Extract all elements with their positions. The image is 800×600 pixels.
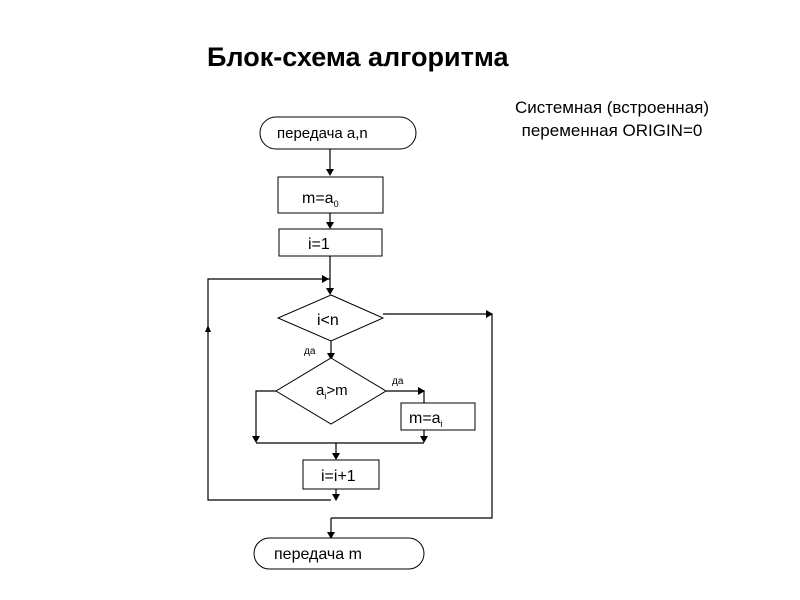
assign-m-block: m=ai bbox=[400, 402, 476, 431]
increment-block: i=i+1 bbox=[302, 459, 380, 490]
page-title: Блок-схема алгоритма bbox=[207, 42, 509, 72]
loop-exit-arrow bbox=[486, 310, 493, 318]
loop-exit-line bbox=[331, 313, 493, 519]
arrow-head bbox=[252, 436, 260, 443]
increment-shape bbox=[302, 459, 380, 490]
assign-m-shape bbox=[400, 402, 476, 431]
loop-back-arrow-up bbox=[205, 325, 211, 332]
arrow-head bbox=[326, 169, 334, 176]
loop-back-line bbox=[207, 278, 331, 501]
origin-note: Системная (встроенная) переменная ORIGIN… bbox=[492, 96, 732, 142]
loop-yes-label: да bbox=[304, 346, 316, 357]
arrow-head bbox=[332, 494, 340, 501]
start-terminal-shape bbox=[259, 116, 417, 150]
compare-rest: >m bbox=[326, 382, 347, 399]
loop-back-arrow-right bbox=[322, 275, 329, 283]
init-i-label: i=1 bbox=[308, 236, 330, 253]
init-m-base: m=a bbox=[302, 190, 334, 207]
loop-condition-decision: i<n bbox=[276, 294, 385, 342]
origin-note-line-2: переменная ORIGIN=0 bbox=[521, 121, 703, 140]
arrow-head bbox=[326, 222, 334, 229]
init-m-label: m=a0 bbox=[302, 190, 339, 209]
compare-subscript: i bbox=[324, 391, 326, 401]
start-terminal: передача a,n bbox=[259, 116, 417, 150]
arrow-head bbox=[418, 387, 425, 395]
assign-m-label: m=ai bbox=[409, 410, 443, 429]
init-i-shape bbox=[278, 228, 383, 257]
end-terminal-label: передача m bbox=[274, 546, 362, 563]
arrow-head bbox=[327, 532, 335, 539]
increment-label: i=i+1 bbox=[321, 468, 356, 485]
compare-decision: ai>m bbox=[275, 357, 387, 425]
compare-no-line bbox=[255, 390, 276, 442]
end-terminal-shape bbox=[253, 537, 425, 570]
init-m-shape bbox=[277, 176, 384, 214]
arrow-head bbox=[332, 453, 340, 460]
compare-label: ai>m bbox=[316, 382, 348, 401]
arrow-head bbox=[420, 436, 428, 443]
arrow-head bbox=[327, 353, 335, 360]
arrow-head bbox=[326, 288, 334, 295]
compare-base: a bbox=[316, 382, 325, 399]
loop-condition-label: i<n bbox=[317, 312, 339, 329]
end-terminal: передача m bbox=[253, 537, 425, 570]
origin-note-line-1: Системная (встроенная) bbox=[514, 98, 710, 117]
start-terminal-label: передача a,n bbox=[277, 125, 368, 142]
compare-yes-label: да bbox=[392, 376, 404, 387]
compare-shape bbox=[275, 357, 387, 425]
assign-m-subscript: i bbox=[441, 419, 443, 429]
assign-m-base: m=a bbox=[409, 410, 441, 427]
init-m-subscript: 0 bbox=[334, 199, 339, 209]
init-m-block: m=a0 bbox=[277, 176, 384, 214]
init-i-block: i=1 bbox=[278, 228, 383, 257]
